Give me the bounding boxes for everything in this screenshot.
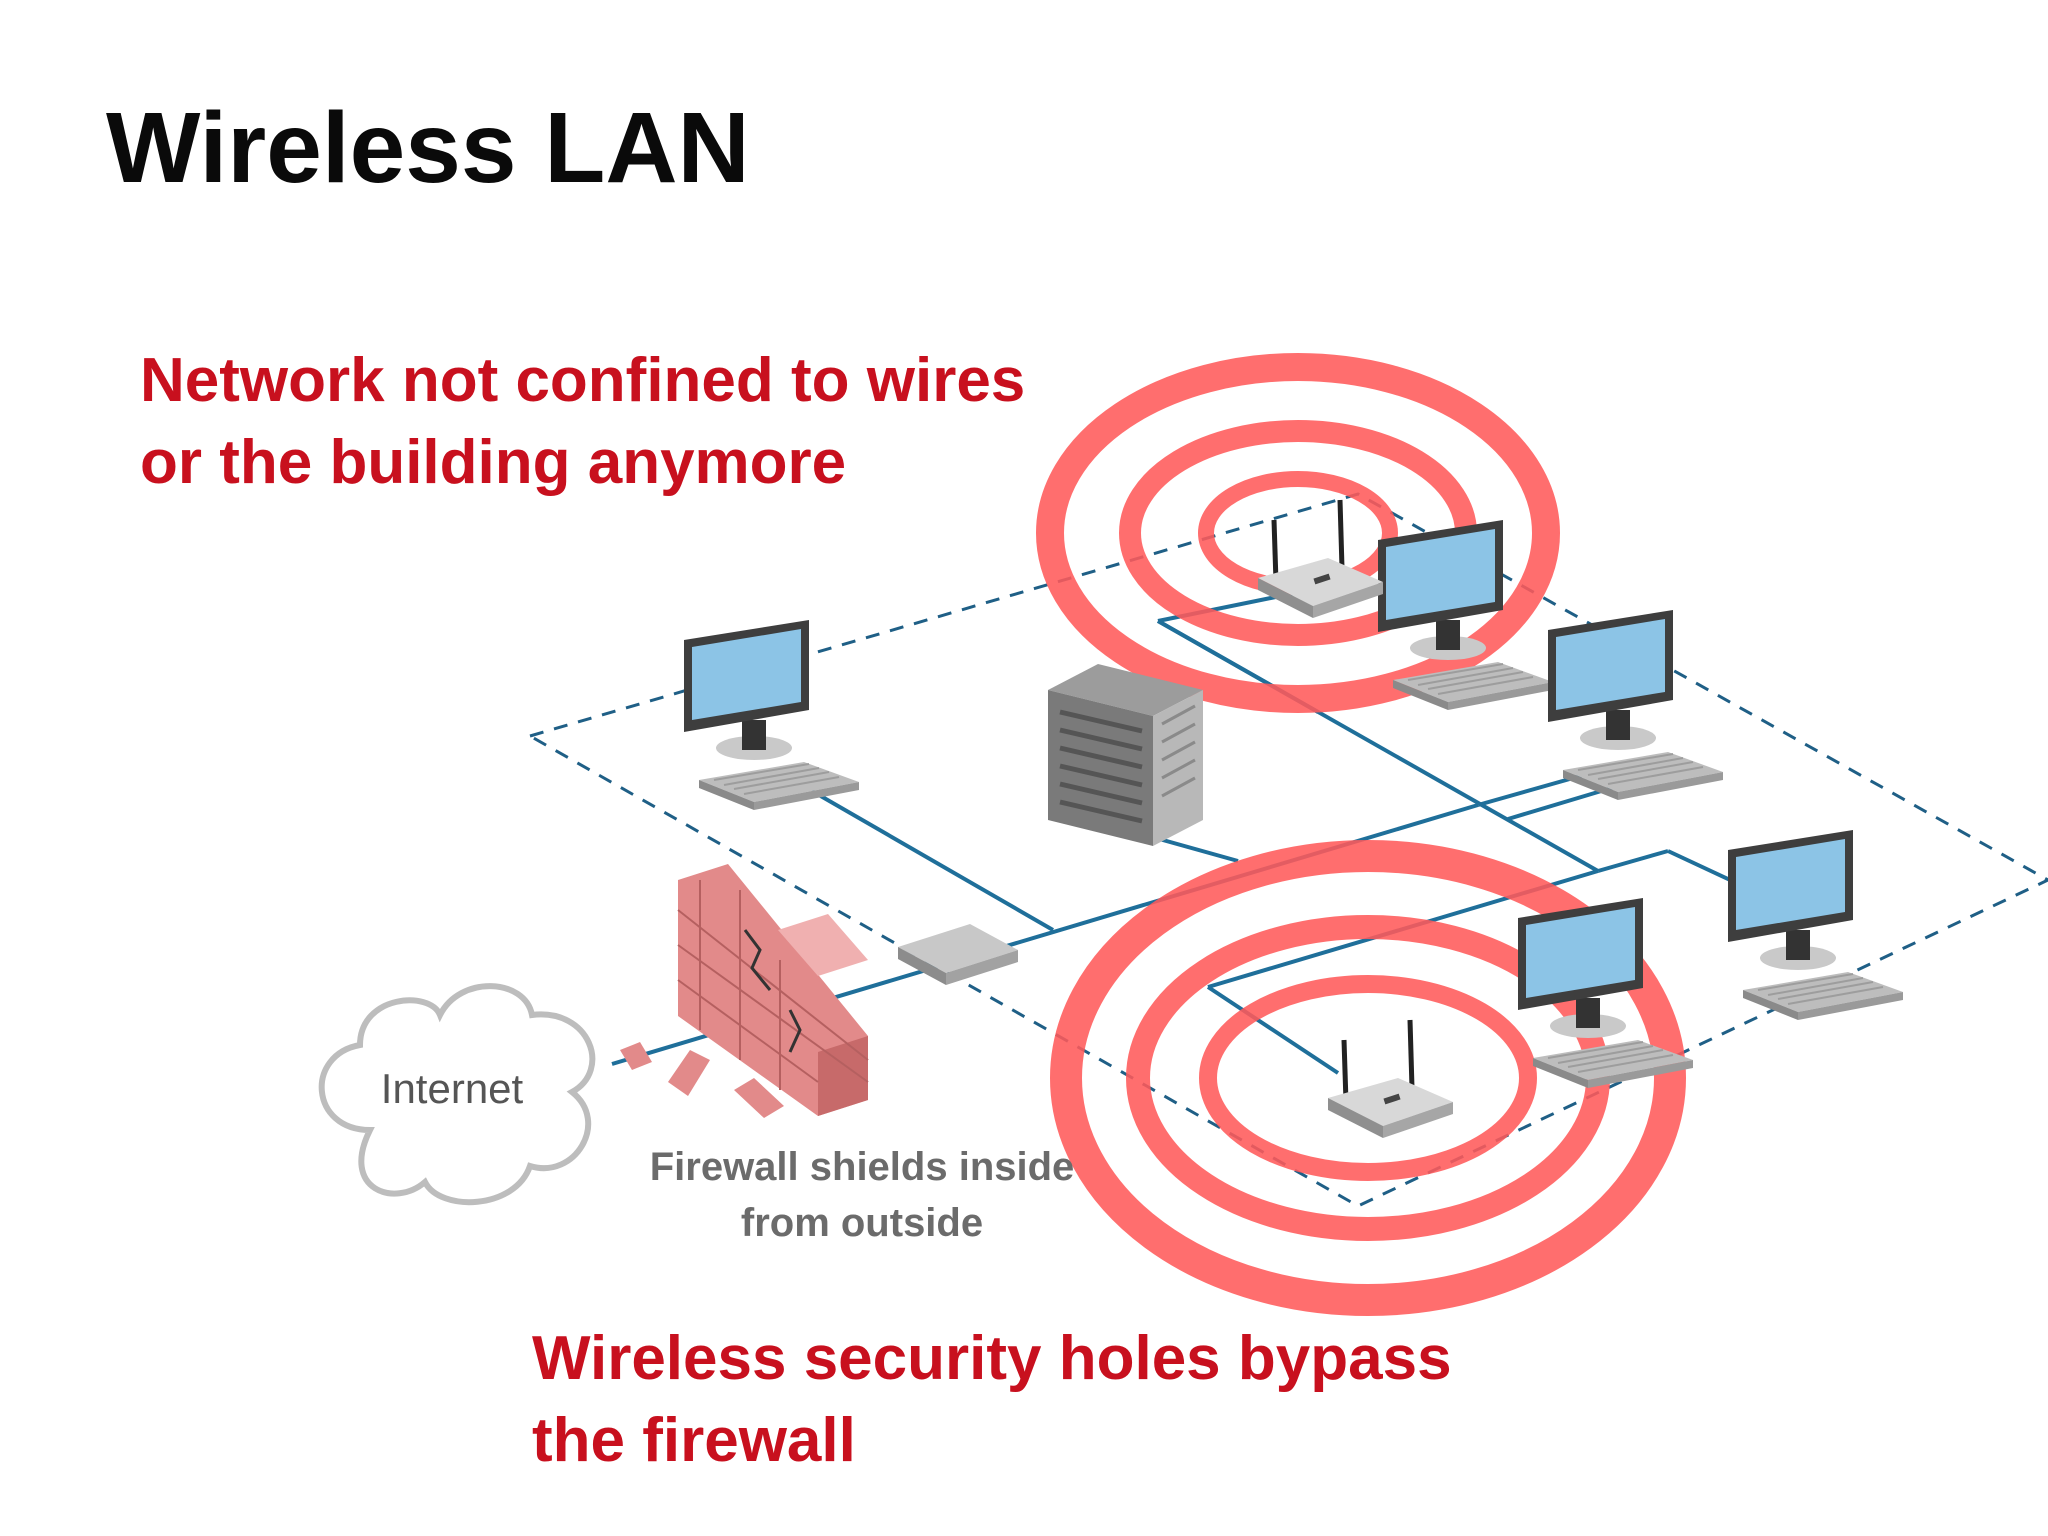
callout-network-not-confined: Network not confined to wires or the bui…: [140, 340, 1025, 504]
desktop-computer-icon: [1547, 609, 1724, 801]
internet-cloud-icon: Internet: [318, 983, 596, 1206]
brick-firewall-icon: [620, 864, 869, 1118]
desktop-computer-icon: [1517, 897, 1694, 1089]
callout-line: or the building anymore: [140, 428, 847, 497]
callout-security-holes: Wireless security holes bypass the firew…: [532, 1318, 1452, 1482]
desktop-computer-icon: [683, 619, 860, 811]
server-icon: [1048, 664, 1203, 846]
firewall-caption-line: from outside: [741, 1201, 983, 1245]
internet-label: Internet: [381, 1065, 524, 1112]
callout-line: the firewall: [532, 1406, 856, 1475]
access-point-icon: [1328, 1020, 1453, 1138]
slide-title: Wireless LAN: [106, 92, 750, 204]
network-switch-icon: [898, 924, 1018, 985]
callout-line: Network not confined to wires: [140, 346, 1026, 415]
firewall-caption-line: Firewall shields inside: [650, 1145, 1075, 1189]
callout-line: Wireless security holes bypass: [532, 1324, 1452, 1393]
desktop-computer-icon: [1727, 829, 1904, 1021]
